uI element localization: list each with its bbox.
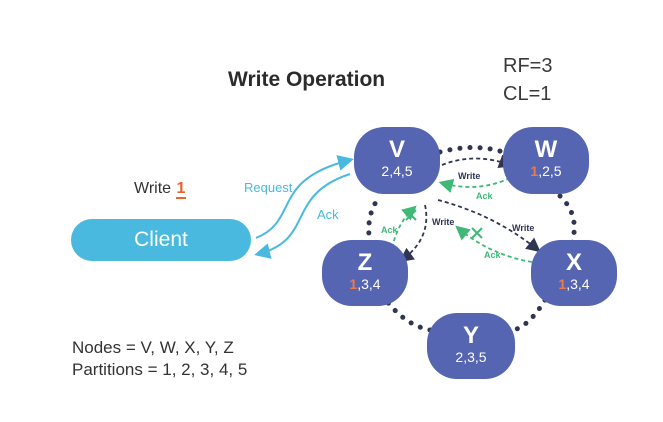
legend-partitions: Partitions = 1, 2, 3, 4, 5 [72, 360, 248, 379]
request-label: Request [244, 180, 293, 195]
write-text: Write [134, 180, 172, 197]
consistency-config: RF=3 CL=1 [503, 52, 552, 108]
legend-nodes: Nodes = V, W, X, Y, Z [72, 338, 234, 357]
node-name: Y [462, 322, 479, 349]
partition-highlight: 1 [349, 276, 358, 292]
partition-highlight: 1 [558, 276, 567, 292]
node-name: W [534, 136, 558, 163]
ring-z-v [366, 193, 383, 246]
ring-x-y [511, 297, 548, 333]
node-v: V 2,4,5 [354, 127, 440, 194]
consistency-level: CL=1 [503, 83, 552, 105]
node-partitions: 1,3,4 [322, 276, 408, 292]
ack-arrow-z-v [391, 205, 417, 249]
ack-failed-icon [471, 227, 483, 239]
ack-arrow-to-client [254, 173, 351, 259]
partition-highlight: 1 [530, 163, 539, 179]
write-label-v-w: Write [458, 171, 480, 181]
node-partitions: 2,4,5 [381, 163, 413, 179]
node-partitions: 1,2,5 [503, 163, 589, 179]
node-z: Z 1,3,4 [322, 240, 408, 306]
node-partitions: 2,3,5 [455, 349, 487, 365]
ring-w-x [557, 193, 577, 246]
node-y: Y 2,3,5 [427, 313, 515, 379]
ack-label-w-v: Ack [476, 191, 494, 201]
ack-label: Ack [317, 207, 339, 222]
node-partitions: 1,3,4 [531, 276, 617, 292]
partition-rest: ,3,4 [357, 276, 381, 292]
node-name: X [565, 249, 582, 276]
legend: Nodes = V, W, X, Y, Z Partitions = 1, 2,… [72, 337, 247, 381]
write-label-v-x: Write [512, 223, 534, 233]
ring-v-w [437, 145, 506, 155]
partition-rest: ,2,5 [538, 163, 562, 179]
ring-dots [366, 145, 577, 333]
write-arrow-v-x [437, 199, 541, 253]
node-w: W 1,2,5 [503, 127, 589, 194]
write-arrow-v-z [399, 204, 428, 263]
client-write-value: Write 1 [134, 180, 187, 199]
client-node: Client [71, 219, 251, 261]
write-label-v-z: Write [432, 217, 454, 227]
ack-failed-icon [405, 209, 417, 221]
write-arrow-v-w [441, 154, 514, 168]
ring-y-z [383, 297, 433, 333]
write-value: 1 [175, 180, 187, 199]
node-name: V [388, 136, 405, 163]
ack-arrow-x-v [455, 225, 533, 263]
node-x: X 1,3,4 [531, 240, 617, 306]
request-arrow [255, 155, 354, 239]
ack-label-x-v: Ack [484, 250, 502, 260]
diagram-title: Write Operation [228, 68, 386, 91]
partition-rest: ,3,4 [566, 276, 590, 292]
ack-label-z-v: Ack [381, 225, 399, 235]
node-name: Z [357, 249, 373, 276]
replication-factor: RF=3 [503, 55, 553, 77]
